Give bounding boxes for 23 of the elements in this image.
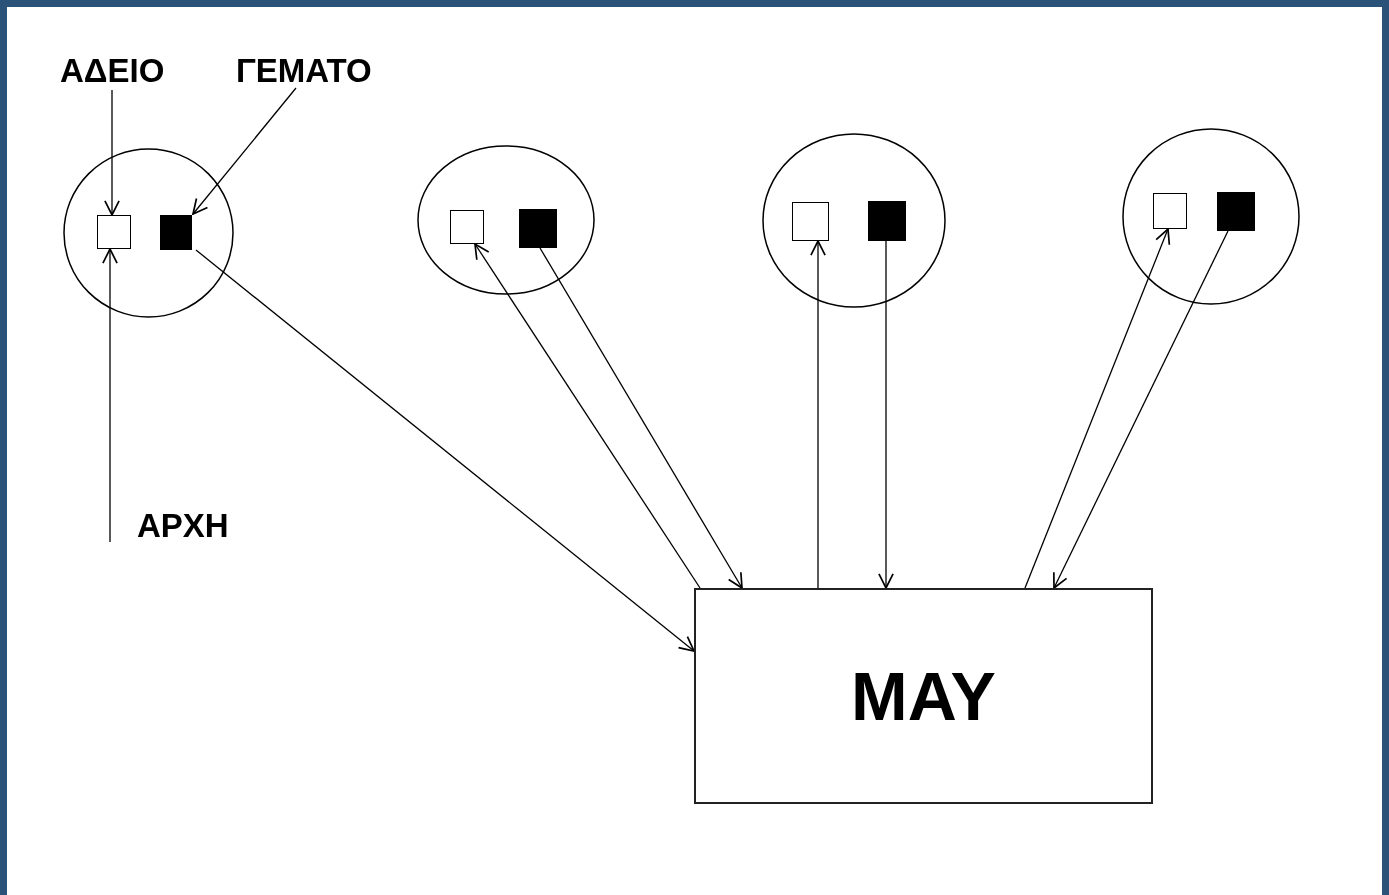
arrow [810,240,826,589]
unit-label: ΜΑΥ [851,662,996,730]
filled-square [868,201,906,241]
empty-square [97,215,131,249]
arrow [1053,230,1229,589]
arrow [1024,228,1171,589]
empty-square [1153,193,1187,229]
empty-square [792,202,829,241]
empty-square [450,210,484,244]
filled-square [519,209,557,248]
label-text: ΑΡΧΗ [137,509,229,542]
label-text: ΓΕΜΑΤΟ [236,54,372,87]
arrow [195,249,695,652]
unit-box [694,588,1153,804]
arrow [474,243,701,589]
arrow [878,240,894,589]
filled-square [160,215,192,250]
arrow [104,89,120,216]
arrow [102,248,118,543]
arrow [539,247,743,589]
label-text: ΑΔΕΙΟ [60,54,165,87]
arrow [192,87,297,215]
filled-square [1217,192,1255,231]
